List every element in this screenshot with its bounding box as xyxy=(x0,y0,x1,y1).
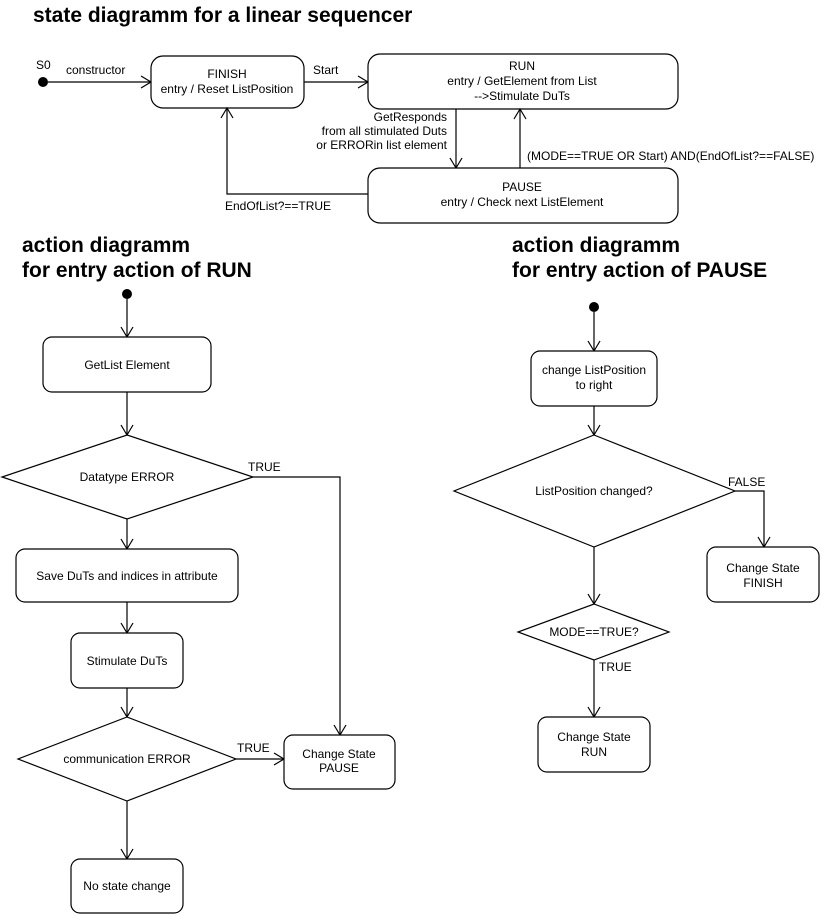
pause-state xyxy=(367,167,679,224)
change-list-position-label-line1: change ListPosition xyxy=(542,363,646,377)
datatype-true-label: TRUE xyxy=(248,460,281,474)
run-action-title-line1: action diagramm xyxy=(22,234,190,257)
run-state-action: -->Stimulate DuTs xyxy=(474,89,570,103)
responds-label-line2: from all stimulated Duts xyxy=(322,124,447,138)
change-state-finish-activity xyxy=(706,546,820,603)
state-diagram-title: state diagramm for a linear sequencer xyxy=(33,4,412,27)
change-state-pause-label-line2: PAUSE xyxy=(319,761,359,775)
mode-label: (MODE==TRUE OR Start) AND(EndOfList?==FA… xyxy=(527,149,814,163)
finish-state-name: FINISH xyxy=(207,67,246,81)
list-position-false-label: FALSE xyxy=(728,475,765,489)
change-state-finish-label-line2: FINISH xyxy=(743,576,782,590)
mode-true-label: MODE==TRUE? xyxy=(549,625,639,639)
finish-state-entry: entry / Reset ListPosition xyxy=(161,82,294,96)
responds-label-line3: or ERRORin list element xyxy=(316,138,447,152)
pause-action-title-line2: for entry action of PAUSE xyxy=(512,259,767,282)
run-state-entry: entry / GetElement from List xyxy=(447,74,597,88)
change-state-pause-label-line1: Change State xyxy=(302,747,376,761)
pause-state-entry: entry / Check next ListElement xyxy=(441,195,604,209)
stimulate-duts-label: Stimulate DuTs xyxy=(87,654,168,668)
change-state-run-label-line1: Change State xyxy=(557,730,631,744)
endoflist-edge xyxy=(226,108,368,195)
change-state-run-activity xyxy=(537,716,651,773)
datatype-true-edge xyxy=(253,476,341,735)
initial-state-dot xyxy=(38,77,48,87)
no-state-change-label: No state change xyxy=(83,879,171,893)
responds-label-line1: GetResponds xyxy=(374,110,447,124)
endoflist-label: EndOfList?==TRUE xyxy=(225,199,331,213)
change-state-pause-activity xyxy=(283,734,396,790)
mode-arrowhead xyxy=(513,107,527,120)
run-action-title-line2: for entry action of RUN xyxy=(22,259,252,282)
pause-action-start-dot xyxy=(589,302,599,312)
change-list-position-label-line2: to right xyxy=(576,378,613,392)
start-label: Start xyxy=(313,63,339,77)
datatype-error-label: Datatype ERROR xyxy=(80,470,175,484)
run-state xyxy=(367,53,679,110)
get-list-element-label: GetList Element xyxy=(84,358,170,372)
communication-true-label: TRUE xyxy=(237,741,270,755)
endoflist-arrowhead xyxy=(220,106,234,119)
pause-action-title-line1: action diagramm xyxy=(512,234,680,257)
mode-true-branch-label: TRUE xyxy=(599,660,632,674)
no-state-change-activity xyxy=(70,858,184,914)
constructor-label: constructor xyxy=(66,63,125,77)
run-action-start-dot xyxy=(122,289,132,299)
change-state-run-label-line2: RUN xyxy=(581,745,607,759)
change-state-finish-label-line1: Change State xyxy=(726,561,800,575)
list-position-changed-label: ListPosition changed? xyxy=(535,484,653,498)
save-duts-label: Save DuTs and indices in attribute xyxy=(36,569,218,583)
list-position-false-edge xyxy=(735,490,765,547)
pause-state-name: PAUSE xyxy=(502,180,542,194)
communication-error-label: communication ERROR xyxy=(63,752,191,766)
run-state-name: RUN xyxy=(509,59,535,73)
initial-state-label: S0 xyxy=(36,58,51,72)
